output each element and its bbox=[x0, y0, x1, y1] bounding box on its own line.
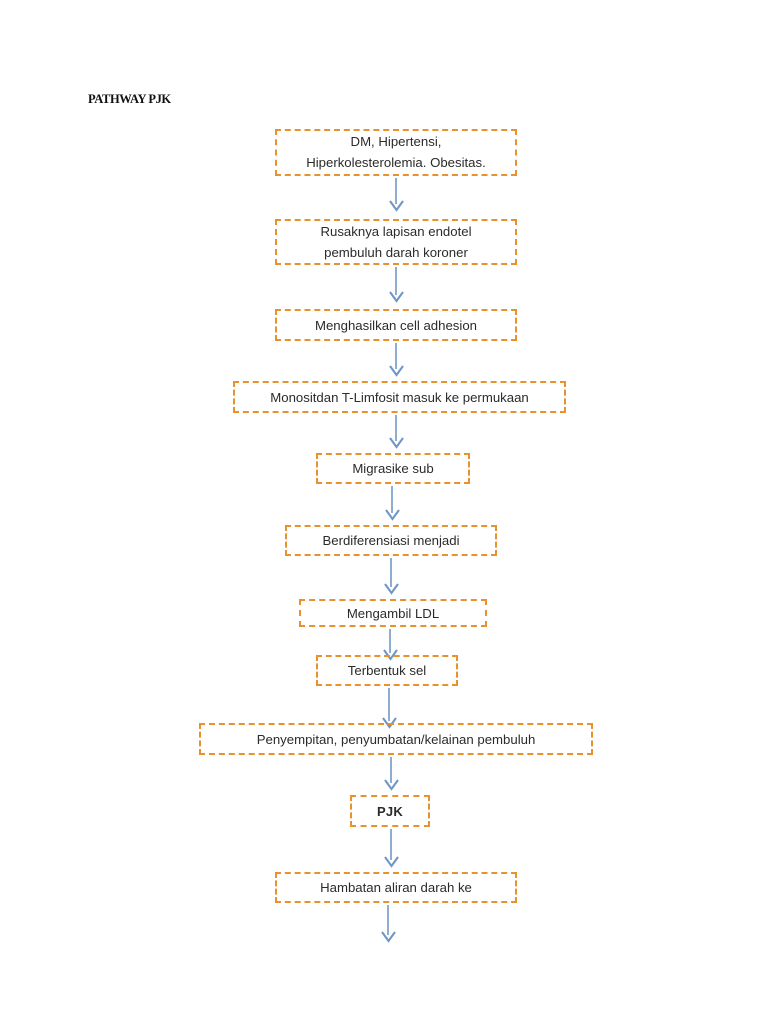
flow-arrow-9 bbox=[380, 757, 402, 795]
flow-arrow-3 bbox=[385, 343, 407, 381]
flow-node-label: Migrasike sub bbox=[352, 461, 434, 476]
flow-node-vessel-narrowing[interactable]: Penyempitan, penyumbatan/kelainan pembul… bbox=[199, 723, 593, 755]
flow-node-label: Menghasilkan cell adhesion bbox=[314, 317, 478, 333]
flow-arrow-4 bbox=[385, 415, 407, 453]
flow-arrow-7 bbox=[379, 629, 401, 661]
flow-node-endothelial-damage[interactable]: Rusaknya lapisan endotel pembuluh darah … bbox=[275, 219, 517, 265]
flow-node-risk-factors[interactable]: DM, Hipertensi, Hiperkolesterolemia. Obe… bbox=[275, 129, 517, 176]
flow-node-label: PJK bbox=[377, 803, 403, 819]
flow-node-pjk[interactable]: PJK bbox=[350, 795, 430, 827]
flow-arrow-6 bbox=[380, 558, 402, 599]
flow-node-label: Hambatan aliran darah ke bbox=[320, 880, 472, 895]
flow-node-differentiation[interactable]: Berdiferensiasi menjadi bbox=[285, 525, 497, 556]
flow-arrow-1 bbox=[385, 178, 407, 216]
flow-node-label: Monositdan T-Limfosit masuk ke permukaan bbox=[270, 389, 529, 405]
flow-node-label: Berdiferensiasi menjadi bbox=[322, 533, 460, 548]
flow-node-label: Penyempitan, penyumbatan/kelainan pembul… bbox=[256, 731, 536, 747]
flow-node-foam-cell[interactable]: Terbentuk sel bbox=[316, 655, 458, 686]
flow-node-ldl-uptake[interactable]: Mengambil LDL bbox=[299, 599, 487, 627]
flow-node-label: Rusaknya lapisan endotel pembuluh darah … bbox=[320, 223, 472, 260]
flow-arrow-2 bbox=[385, 267, 407, 307]
flow-node-label: Terbentuk sel bbox=[347, 663, 427, 678]
flow-arrow-8 bbox=[378, 688, 400, 729]
flow-arrow-10 bbox=[380, 829, 402, 872]
flow-node-migration-sub[interactable]: Migrasike sub bbox=[316, 453, 470, 484]
flow-node-label: DM, Hipertensi, Hiperkolesterolemia. Obe… bbox=[306, 134, 486, 170]
flow-arrow-5 bbox=[381, 486, 403, 525]
flow-node-monocyte-tlymphocyte[interactable]: Monositdan T-Limfosit masuk ke permukaan bbox=[233, 381, 566, 413]
page-title: PATHWAY PJK bbox=[88, 92, 171, 106]
flow-node-blood-flow-obstruction[interactable]: Hambatan aliran darah ke bbox=[275, 872, 517, 903]
flow-node-label: Mengambil LDL bbox=[346, 605, 440, 621]
flow-node-cell-adhesion[interactable]: Menghasilkan cell adhesion bbox=[275, 309, 517, 341]
flow-arrow-11-dangling bbox=[377, 905, 399, 947]
